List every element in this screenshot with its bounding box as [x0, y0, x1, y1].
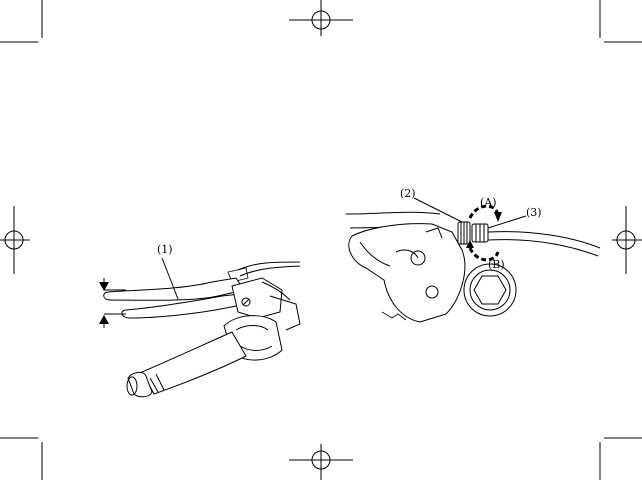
rotation-arrow-b-icon	[468, 247, 500, 262]
handlebar-grip	[141, 331, 247, 395]
adjuster-closeup-illustration	[345, 204, 601, 323]
clutch-cable	[237, 261, 301, 271]
bar-end	[127, 371, 153, 398]
adjuster-cable	[487, 231, 601, 249]
callout-3-leader	[487, 215, 527, 229]
callout-1: (1)	[157, 243, 173, 256]
callout-a: (A)	[480, 196, 497, 209]
callout-2: (2)	[400, 187, 416, 200]
registration-mark-right	[612, 206, 642, 274]
callout-2-leader	[413, 197, 463, 223]
housing-bolt	[410, 250, 426, 266]
registration-mark-top	[289, 0, 353, 36]
rotation-arrow-a-icon	[468, 204, 500, 219]
free-play-arrows	[99, 278, 126, 328]
clutch-lever-lower	[121, 293, 247, 319]
arrow-down-icon	[99, 282, 109, 291]
pivot-bolt	[241, 297, 251, 307]
lever-housing	[348, 223, 466, 323]
registration-mark-bottom	[289, 444, 353, 480]
callout-3: (3)	[526, 206, 542, 219]
callout-b: (B)	[488, 258, 505, 271]
clutch-lever-illustration	[103, 261, 301, 398]
callout-1-leader	[161, 257, 179, 300]
registration-mark-left	[0, 206, 30, 274]
cap-hex-bolt	[473, 275, 507, 305]
lever-perch	[231, 277, 283, 319]
arrow-up-icon	[99, 315, 109, 324]
